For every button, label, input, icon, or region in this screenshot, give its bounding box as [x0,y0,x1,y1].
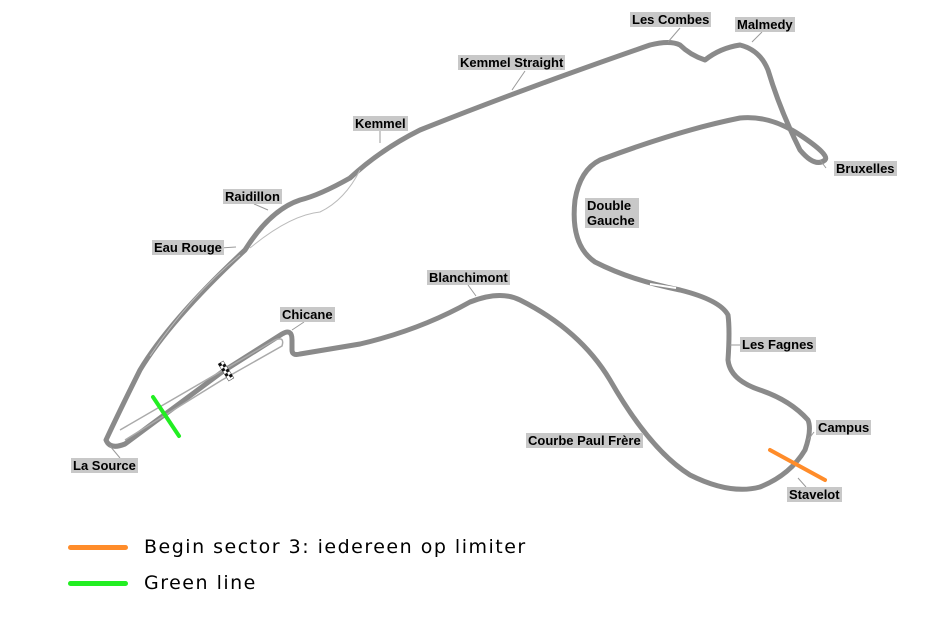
runoff-line [249,169,361,249]
corner-label-raidillon: Raidillon [223,189,282,204]
sector3-marker [768,448,827,482]
orange-line-swatch [68,544,128,550]
track-marker [514,305,541,317]
track-marker [519,85,546,97]
corner-label-kemmel-straight: Kemmel Straight [458,55,566,70]
corner-label-la-source: La Source [71,458,138,473]
finish-line [217,360,235,382]
runoff-line [149,254,241,357]
legend-item-sector3: Begin sector 3: iedereen op limiter [68,536,527,558]
corner-label-malmedy: Malmedy [735,17,795,32]
track-path [103,40,829,492]
green-line-marker [151,395,181,438]
legend-label: Begin sector 3: iedereen op limiter [144,536,527,558]
corner-label-bruxelles: Bruxelles [834,161,897,176]
corner-label-double-gauche: Double Gauche [585,198,639,228]
corner-label-stavelot: Stavelot [787,487,842,502]
corner-label-les-fagnes: Les Fagnes [740,337,816,352]
corner-label-eau-rouge: Eau Rouge [152,240,224,255]
pit-lane [119,338,284,441]
leader-lines [109,27,827,488]
corner-label-kemmel: Kemmel [353,116,408,131]
corner-label-courbe-paul-frere: Courbe Paul Frère [526,433,643,448]
legend-item-green-line: Green line [68,572,257,594]
corner-label-les-combes: Les Combes [630,12,712,27]
corner-label-chicane: Chicane [280,307,335,322]
green-line-swatch [68,580,128,586]
corner-label-campus: Campus [816,420,872,435]
corner-label-blanchimont: Blanchimont [427,270,510,285]
legend-label: Green line [144,572,257,594]
track-marker [649,283,677,289]
